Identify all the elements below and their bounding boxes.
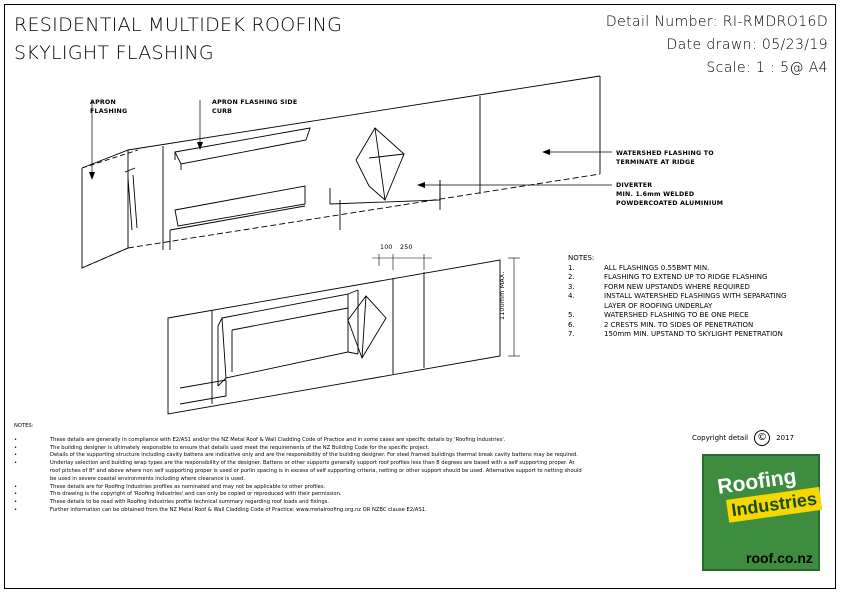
list-item: LAYER OF ROOFING UNDERLAY xyxy=(604,301,713,310)
apron-flashing-piece xyxy=(81,149,129,269)
callout-apron-side-curb: APRON FLASHING SIDE CURB xyxy=(212,99,298,115)
exploded-view xyxy=(81,75,601,269)
side-curb-upper xyxy=(174,127,311,165)
list-item: •This drawing is the copyright of 'Roofi… xyxy=(14,491,342,498)
notes-list: NOTES: 1.ALL FLASHINGS 0.55BMT MIN. 2.FL… xyxy=(568,254,786,340)
callout-watershed: WATERSHED FLASHING TO TERMINATE AT RIDGE xyxy=(616,150,714,166)
drawing-border xyxy=(4,4,836,589)
detail-number: Detail Number: RI-RMDRO16D xyxy=(605,14,828,30)
copyright-label: Copyright detail xyxy=(692,434,749,442)
side-curb-lower xyxy=(174,185,306,227)
list-item: •These details to be read with Roofing I… xyxy=(14,499,330,506)
copyright-icon: © xyxy=(754,430,771,446)
roof-sheet xyxy=(167,259,501,415)
dimension-1100: 1100mm MAX. xyxy=(499,271,506,320)
roofing-industries-logo: Roofing Industries roof.co.nz xyxy=(696,448,827,578)
dimension-250: 250 xyxy=(400,244,413,251)
skylight-box xyxy=(221,293,349,379)
list-item: •These details are generally in complian… xyxy=(14,436,506,443)
logo-url: roof.co.nz xyxy=(746,550,813,566)
list-item: 7.150mm MIN. UPSTAND TO SKYLIGHT PENETRA… xyxy=(568,330,783,338)
copyright-notice: Copyright detail © 2017 xyxy=(692,430,794,446)
list-item: •The building designer is ultimately res… xyxy=(14,444,430,451)
drawing-scale: Scale: 1 : 5@ A4 xyxy=(706,60,828,76)
general-notes-heading: NOTES: xyxy=(14,423,34,429)
list-item: 2.FLASHING TO EXTEND UP TO RIDGE FLASHIN… xyxy=(568,273,768,281)
list-item: 1.ALL FLASHINGS 0.55BMT MIN. xyxy=(568,263,710,272)
notes-heading: NOTES: xyxy=(568,254,595,262)
list-item: 4.INSTALL WATERSHED FLASHINGS WITH SEPAR… xyxy=(568,292,787,300)
list-item: •Details of the supporting structure inc… xyxy=(14,452,578,459)
drawing-title-line1: RESIDENTIAL MULTIDEK ROOFING xyxy=(14,14,343,36)
assembled-view xyxy=(167,254,520,415)
list-item: 6.2 CRESTS MIN. TO SIDES OF PENETRATION xyxy=(568,320,754,329)
list-item: •Underlay selection and building wrap ty… xyxy=(14,460,582,482)
general-notes: NOTES: •These details are generally in c… xyxy=(14,423,584,515)
list-item: •These details are for Roofing Industrie… xyxy=(14,483,326,490)
list-item: 5.WATERSHED FLASHING TO BE ONE PIECE xyxy=(568,311,749,319)
diverter xyxy=(355,127,405,201)
dimension-100: 100 xyxy=(380,244,393,251)
list-item: •Further information can be obtained fro… xyxy=(14,506,427,513)
diverter-assembled xyxy=(347,295,387,360)
list-item: 3.FORM NEW UPSTANDS WHERE REQUIRED xyxy=(568,282,750,291)
logo-background: Roofing Industries roof.co.nz xyxy=(702,454,823,571)
date-drawn: Date drawn: 05/23/19 xyxy=(666,37,828,53)
callout-diverter: DIVERTER MIN. 1.6mm WELDED POWDERCOATED … xyxy=(616,182,724,207)
drawing-title-line2: SKYLIGHT FLASHING xyxy=(14,42,214,64)
callout-apron-flashing: APRON FLASHING xyxy=(90,99,128,115)
copyright-year: 2017 xyxy=(776,434,794,442)
